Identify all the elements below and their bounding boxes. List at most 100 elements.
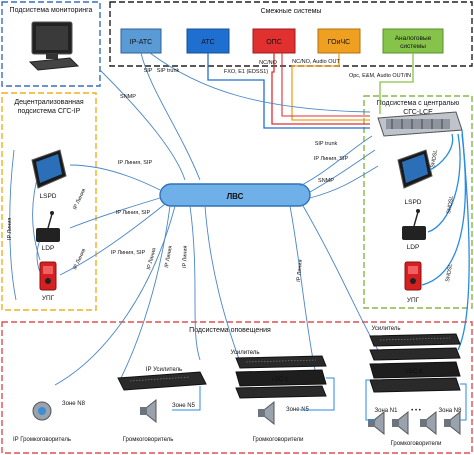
lspd-left-label: LSPD (40, 193, 57, 200)
ip-lines-left-v2-label: IP Линия (72, 188, 87, 211)
sip-label: SIP (144, 68, 153, 74)
zone-r8-label: Зона N8 (439, 408, 463, 414)
lan-to-central-snmp (309, 165, 379, 199)
loudspeaker-1-icon (140, 398, 157, 424)
sip-trunk-right-label: SIP trunk (315, 141, 338, 147)
lbc1-icon (235, 369, 327, 387)
ip-lines-v2-label: IP Линия (164, 245, 174, 268)
ldp-left-label: LDP (42, 245, 55, 252)
lan-bus: ЛВС (159, 183, 311, 207)
sip-trunk-label: SIP trunk (157, 68, 180, 74)
lce-rack-icon (377, 111, 463, 137)
analog-label-1: Аналоговые (395, 35, 432, 42)
ops-link-2 (281, 53, 370, 117)
ip-ats-sip (140, 52, 201, 181)
ip-lines-left-v3-label: IP Линия (72, 248, 87, 271)
amp-right-label: Усилитель (371, 326, 400, 332)
lspd-right-icon (397, 149, 433, 189)
loudspeaker-1-label: Громкоговоритель (123, 437, 174, 443)
shdsl-line-3 (421, 133, 467, 286)
left-device-link-2 (36, 239, 41, 273)
alerting-title: Подсистема оповещения (189, 327, 271, 334)
ip-amp-to-speaker (172, 386, 201, 411)
decentral-frame (1, 92, 97, 311)
ip-lines-left-v-label: IP Линия (7, 218, 13, 240)
lan-to-ip-amp (119, 205, 171, 381)
ip-lines-sip-1-label: IP Линия, SIP (118, 160, 153, 166)
zone-left-label: Зоне N8 (62, 401, 86, 407)
lbc1-lower-icon (235, 385, 327, 399)
ip-ats-trunk (149, 52, 371, 113)
shdsl-line-2 (427, 133, 461, 233)
loudspeaker-r1-icon (368, 410, 385, 436)
ip-lines-v-label: IP Линия (146, 247, 158, 270)
lan-to-central-sip (299, 135, 373, 187)
ip-ats-box: IP-АТС (120, 28, 162, 54)
ip-amp-label: IP Усилитель (146, 367, 182, 373)
upg-left-icon (39, 261, 57, 291)
zone-n-label: Зоне N5 (172, 403, 196, 409)
shdsl-2-label: SHDSL (446, 195, 455, 214)
snmp-left-label: SNMP (120, 94, 136, 100)
ats-box: АТС (186, 28, 230, 54)
lan-to-amp-mid (204, 205, 241, 363)
zone-n2-label: Зоне N5 (286, 407, 310, 413)
loudspeakers-mid-label: Громкоговорители (253, 437, 304, 443)
amp-mid-label: Усилитель (230, 350, 259, 356)
loudspeakers-right-label: Громкоговорители (391, 441, 442, 447)
analog-box: Аналоговые системы (382, 28, 444, 54)
lan-to-central-ip (309, 149, 376, 193)
loudspeaker-r2-icon (392, 410, 409, 436)
ip-lines-v3-label: IP Линия (182, 245, 189, 268)
monitoring-title: Подсистема мониторинга (10, 7, 93, 14)
ops-link (271, 53, 370, 125)
opc-label: Opc, E&M, Audio OUT/IN (349, 73, 411, 79)
monitoring-snmp (99, 69, 186, 181)
lan-to-upg (59, 203, 166, 276)
upg-right-icon (404, 261, 422, 291)
lbc8-lower-icon (369, 377, 461, 393)
lan-to-lspd (69, 164, 161, 191)
central-title-2: СГС-LCE (403, 109, 433, 116)
ip-lines-sip-2-label: IP Линия, SIP (116, 210, 151, 216)
zone-r1-label: Зона N1 (375, 408, 399, 414)
loudspeaker-r4-icon (444, 410, 461, 436)
lan-to-ip-speaker (54, 205, 176, 386)
decentral-title-1: Децентрализованная (14, 99, 83, 106)
dots-label: • • • (411, 408, 421, 414)
monitoring-frame (1, 1, 101, 87)
ip-loudspeaker-label: IP Громкоговоритель (13, 437, 71, 443)
central-to-lbc (457, 129, 470, 351)
ip-amp-icon (117, 371, 207, 391)
ip-loudspeaker-icon (32, 401, 52, 421)
upg-right-label: УПГ (407, 297, 420, 304)
ats-label: АТС (201, 39, 214, 46)
ldp-right-label: LDP (407, 244, 420, 251)
ip-lines-v4-label: IP Линия (296, 259, 304, 282)
fxo-label: FXO, E1 (EDSS1) (224, 69, 268, 75)
gochs-link (291, 53, 370, 121)
lbc8-label: LBC-8 (405, 369, 423, 375)
lspd-left-icon (31, 149, 67, 189)
ops-box: ОПС (252, 28, 296, 54)
lan-to-zone (189, 205, 201, 361)
lan-label: ЛВС (227, 192, 244, 201)
alerting-frame (1, 321, 473, 454)
shdsl-line-1 (429, 133, 454, 171)
lbc1-to-speakers (300, 377, 335, 411)
ncno-audio-label: NC/NO, Audio OUT (292, 59, 340, 65)
ip-lines-sip-3-label: IP Линия, SIP (111, 250, 146, 256)
lbc8-icon (369, 361, 461, 379)
gochs-box: ГОиЧС (317, 28, 361, 54)
decentral-title-2: подсистема СГС-IP (18, 108, 81, 115)
snmp-right-label: SNMP (318, 178, 334, 184)
lan-to-ldp (69, 197, 161, 229)
lspd-right-label: LSPD (405, 199, 422, 206)
lan-to-amp-right (289, 205, 316, 371)
lbc1-label: LBC-1 (271, 377, 289, 383)
ops-label: ОПС (266, 39, 282, 46)
monitor-icon (28, 21, 80, 71)
analog-link (379, 53, 414, 114)
loudspeaker-mid-icon (258, 400, 275, 426)
